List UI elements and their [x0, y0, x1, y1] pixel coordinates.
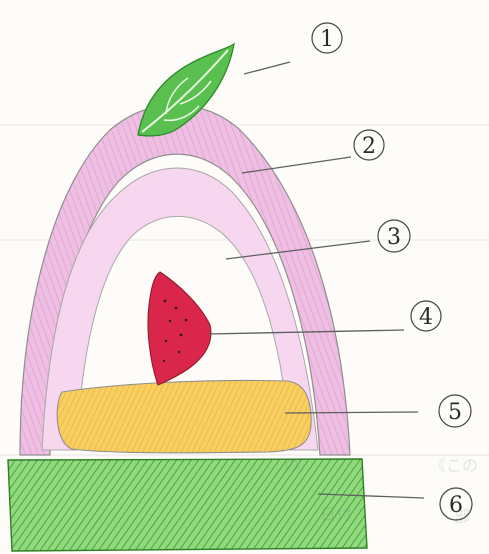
callout-2: 2: [354, 130, 384, 160]
callout-5: 5: [439, 395, 471, 427]
callout-5-label: 5: [448, 400, 462, 425]
callout-1: 1: [312, 23, 342, 53]
background-text-4: 日付: [320, 505, 352, 524]
callout-4-label: 4: [419, 305, 433, 330]
callout-4: 4: [411, 301, 441, 331]
background-text-3: の: [284, 456, 300, 475]
green-base-layer: [8, 459, 367, 551]
callout-3-label: 3: [387, 225, 401, 250]
background-text-2: ・部: [438, 507, 470, 526]
callout-1-label: 1: [320, 27, 334, 52]
callout-2-label: 2: [362, 134, 376, 159]
strawberry-slice: [148, 272, 211, 385]
yellow-sponge-layer: [57, 380, 311, 452]
callout-3: 3: [378, 220, 410, 252]
background-text-1: 《この: [430, 456, 478, 475]
